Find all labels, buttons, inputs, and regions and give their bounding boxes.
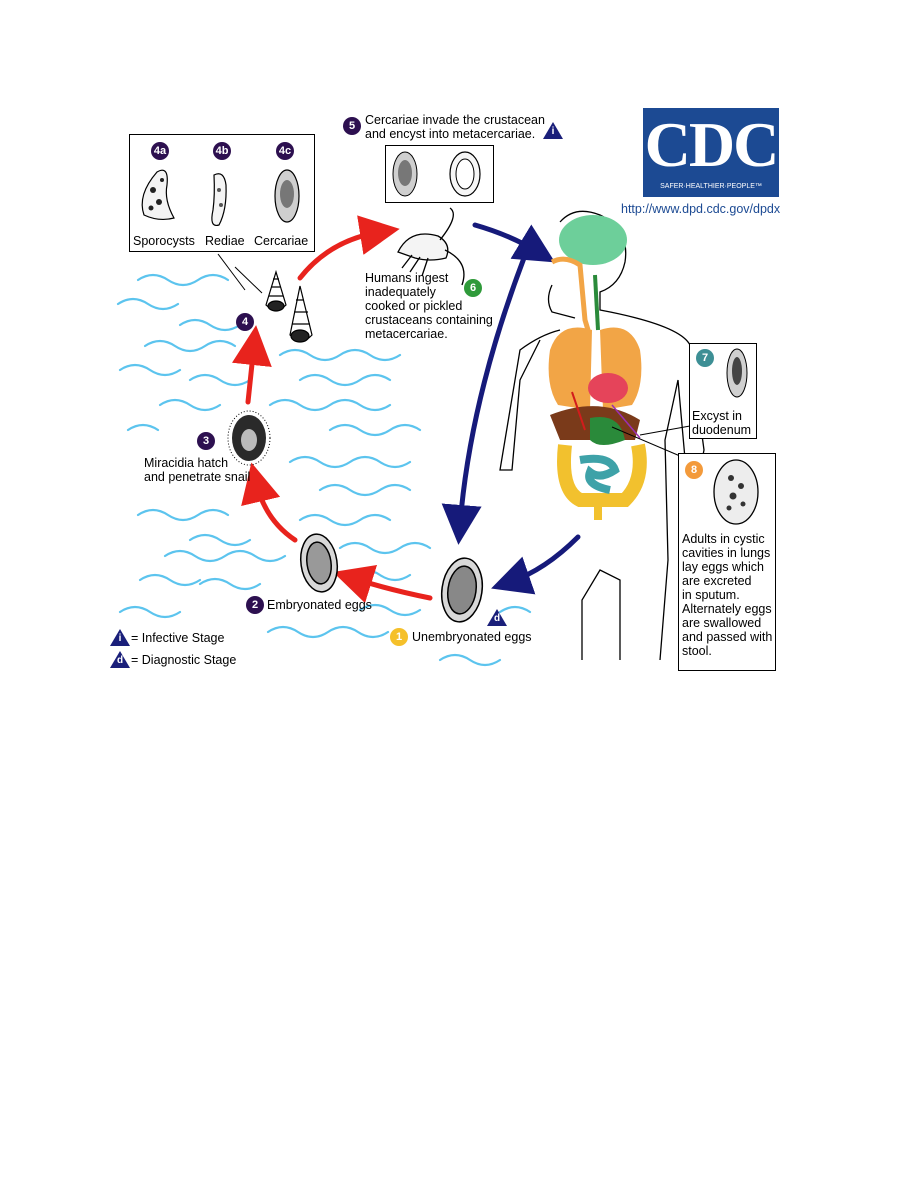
badge-6: 6 [464, 279, 482, 297]
cdc-logo-tagline: SAFER·HEALTHIER·PEOPLE™ [660, 183, 762, 190]
badge-3: 3 [197, 432, 215, 450]
label-sporocysts: Sporocysts [133, 234, 195, 248]
snail-drawing [265, 269, 313, 343]
stage-6-text-line4: crustaceans containing [365, 313, 493, 327]
human-body [499, 210, 705, 661]
stage-7-text-line1: Excyst in [692, 409, 743, 423]
snail-stage-drawings [141, 169, 300, 227]
stage-6-text-line1: Humans ingest [365, 271, 449, 285]
badge-5: 5 [343, 117, 361, 135]
stage-8-text-line2: cavities in lungs [682, 546, 771, 560]
stage-5-text-line2: and encyst into metacercariae. [365, 127, 536, 141]
miracidium-drawing [227, 410, 271, 466]
stage-6-text-line2: inadequately [365, 285, 436, 299]
stage-5-text-line1: Cercariae invade the crustacean [365, 113, 545, 127]
blue-cycle-arrows [441, 222, 581, 595]
stage-3-text-line2: and penetrate snail [144, 470, 251, 484]
stage-8-text-line6: Alternately eggs [682, 602, 772, 616]
legend-diagnostic-icon: d [110, 651, 130, 668]
label-cercariae: Cercariae [254, 234, 309, 248]
badge-8: 8 [685, 461, 703, 479]
stage-6-text-line5: metacercariae. [365, 327, 448, 341]
stage-8-text-line1: Adults in cystic [682, 532, 765, 546]
excyst-drawing [726, 348, 748, 398]
stage-7-text-line2: duodenum [692, 423, 752, 437]
legend-diagnostic-label: = Diagnostic Stage [131, 653, 237, 667]
stage-2-label: Embryonated eggs [267, 598, 372, 612]
badge-4: 4 [236, 313, 254, 331]
badge-2: 2 [246, 596, 264, 614]
stage-8-text-line9: stool. [682, 644, 712, 658]
legend-infective-icon: i [110, 629, 130, 646]
badge-4b: 4b [213, 142, 231, 160]
stage-1-label: Unembryonated eggs [412, 630, 532, 644]
diagnostic-stage-icon: d [487, 609, 507, 626]
legend-infective-label: = Infective Stage [131, 631, 225, 645]
cdc-url[interactable]: http://www.dpd.cdc.gov/dpdx [621, 202, 781, 216]
stage-6-text-line3: cooked or pickled [365, 299, 463, 313]
egg-drawings [299, 533, 484, 623]
stage-8-text-line3: lay eggs which [682, 560, 764, 574]
stage-8-text-line8: and passed with [682, 630, 773, 644]
metacercariae-drawing [392, 151, 481, 197]
stage-8-text-line4: are excreted [682, 574, 752, 588]
adult-fluke-drawing [713, 459, 759, 525]
label-rediae: Rediae [205, 234, 245, 248]
badge-4a: 4a [151, 142, 169, 160]
stage-8-text-line7: are swallowed [682, 616, 762, 630]
infective-stage-icon: i [543, 122, 563, 139]
cdc-logo-text: CDC [644, 109, 780, 180]
water-waves [116, 273, 532, 667]
badge-1: 1 [390, 628, 408, 646]
badge-7: 7 [696, 349, 714, 367]
cdc-logo: CDC SAFER·HEALTHIER·PEOPLE™ [643, 108, 779, 197]
stage-8-text-line5: in sputum. [682, 588, 740, 602]
stage-3-text-line1: Miracidia hatch [144, 456, 229, 470]
badge-4c: 4c [276, 142, 294, 160]
crustacean-drawing [397, 207, 465, 286]
